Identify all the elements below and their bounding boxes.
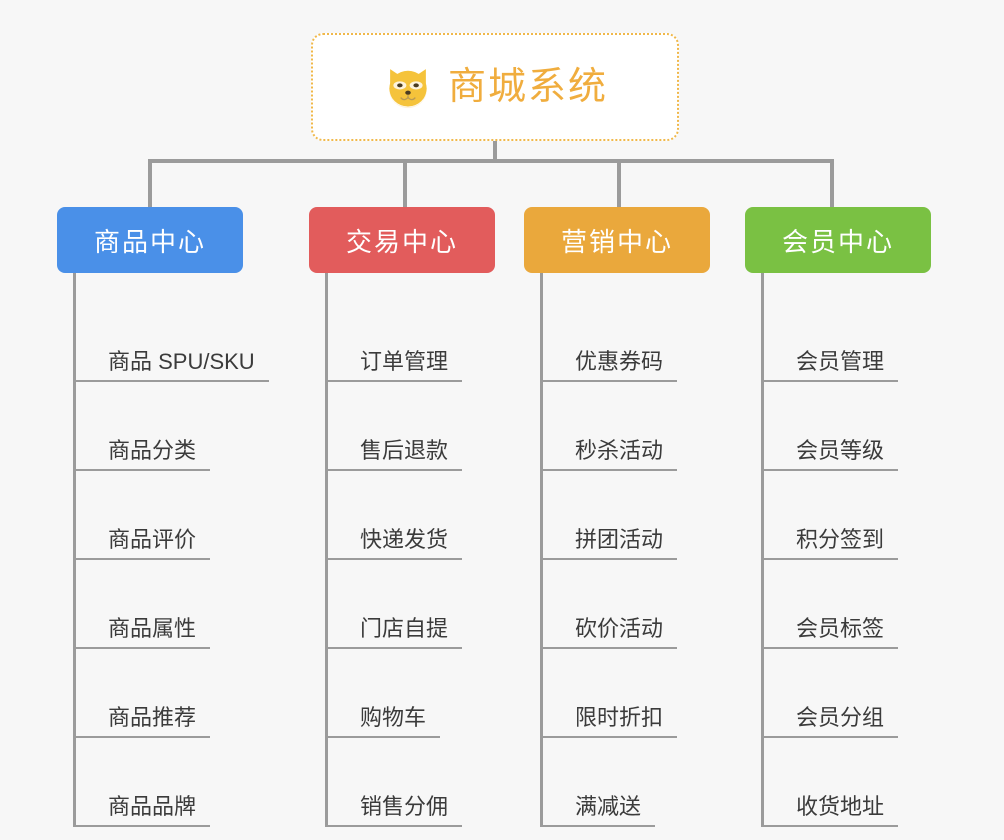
branch-header-marketing-center[interactable]: 营销中心 [524,207,710,273]
leaf-label: 收货地址 [763,789,899,827]
list-item[interactable]: 积分签到 [763,471,957,560]
list-item[interactable]: 会员等级 [763,382,957,471]
list-item[interactable]: 商品评价 [75,471,287,560]
leaf-list-trade-center: 订单管理 售后退款 快递发货 门店自提 购物车 销售分佣 [325,273,527,827]
leaf-label: 商品品牌 [75,789,211,827]
leaf-label: 购物车 [327,700,441,738]
list-item[interactable]: 优惠券码 [542,293,736,382]
leaf-label: 商品属性 [75,611,211,649]
leaf-label: 门店自提 [327,611,463,649]
list-item[interactable]: 门店自提 [327,560,527,649]
list-item[interactable]: 商品属性 [75,560,287,649]
leaf-label: 限时折扣 [542,700,678,738]
leaf-label: 销售分佣 [327,789,463,827]
list-item[interactable]: 快递发货 [327,471,527,560]
branch-header-member-center[interactable]: 会员中心 [745,207,931,273]
leaf-list-member-center: 会员管理 会员等级 积分签到 会员标签 会员分组 收货地址 [761,273,957,827]
leaf-label: 砍价活动 [542,611,678,649]
list-item[interactable]: 秒杀活动 [542,382,736,471]
list-item[interactable]: 售后退款 [327,382,527,471]
leaf-label: 商品评价 [75,522,211,560]
connector-drop-4 [830,159,834,207]
connector-drop-3 [617,159,621,207]
list-item[interactable]: 会员标签 [763,560,957,649]
list-item[interactable]: 会员分组 [763,649,957,738]
list-item[interactable]: 拼团活动 [542,471,736,560]
leaf-list-product-center: 商品 SPU/SKU 商品分类 商品评价 商品属性 商品推荐 商品品牌 [73,273,287,827]
leaf-label: 拼团活动 [542,522,678,560]
leaf-label: 满减送 [542,789,656,827]
list-item[interactable]: 商品推荐 [75,649,287,738]
leaf-label: 优惠券码 [542,344,678,382]
root-node[interactable]: 商城系统 [311,33,679,141]
branch-header-trade-center[interactable]: 交易中心 [309,207,495,273]
leaf-label: 商品推荐 [75,700,211,738]
leaf-list-marketing-center: 优惠券码 秒杀活动 拼团活动 砍价活动 限时折扣 满减送 [540,273,736,827]
leaf-label: 商品分类 [75,433,211,471]
leaf-label: 售后退款 [327,433,463,471]
leaf-label: 会员管理 [763,344,899,382]
list-item[interactable]: 收货地址 [763,738,957,827]
branch-product-center: 商品中心 商品 SPU/SKU 商品分类 商品评价 商品属性 商品推荐 商品品牌 [57,207,287,827]
connector-root-stub [493,141,497,163]
list-item[interactable]: 购物车 [327,649,527,738]
leaf-label: 商品 SPU/SKU [76,344,269,382]
leaf-label: 会员标签 [763,611,899,649]
branch-label: 交易中心 [345,226,458,257]
list-item[interactable]: 满减送 [542,738,736,827]
leaf-label: 快递发货 [327,522,463,560]
list-item[interactable]: 商品 SPU/SKU [76,293,287,382]
connector-drop-2 [403,159,407,207]
root-title: 商城系统 [447,66,608,108]
leaf-label: 积分签到 [763,522,899,560]
connector-drop-1 [148,159,152,207]
branch-label: 营销中心 [560,226,673,257]
list-item[interactable]: 限时折扣 [542,649,736,738]
leaf-label: 订单管理 [327,344,463,382]
branch-label: 商品中心 [93,226,206,257]
branch-header-product-center[interactable]: 商品中心 [57,207,243,273]
list-item[interactable]: 商品分类 [75,382,287,471]
leaf-label: 会员等级 [763,433,899,471]
leaf-label: 会员分组 [763,700,899,738]
shiba-dog-icon [389,69,427,109]
list-item[interactable]: 订单管理 [327,293,527,382]
list-item[interactable]: 商品品牌 [75,738,287,827]
list-item[interactable]: 会员管理 [763,293,957,382]
branch-member-center: 会员中心 会员管理 会员等级 积分签到 会员标签 会员分组 收货地址 [745,207,957,827]
branch-trade-center: 交易中心 订单管理 售后退款 快递发货 门店自提 购物车 销售分佣 [309,207,527,827]
leaf-label: 秒杀活动 [542,433,678,471]
branch-label: 会员中心 [781,226,894,257]
list-item[interactable]: 砍价活动 [542,560,736,649]
list-item[interactable]: 销售分佣 [327,738,527,827]
connector-bus [148,159,834,163]
branch-marketing-center: 营销中心 优惠券码 秒杀活动 拼团活动 砍价活动 限时折扣 满减送 [524,207,736,827]
